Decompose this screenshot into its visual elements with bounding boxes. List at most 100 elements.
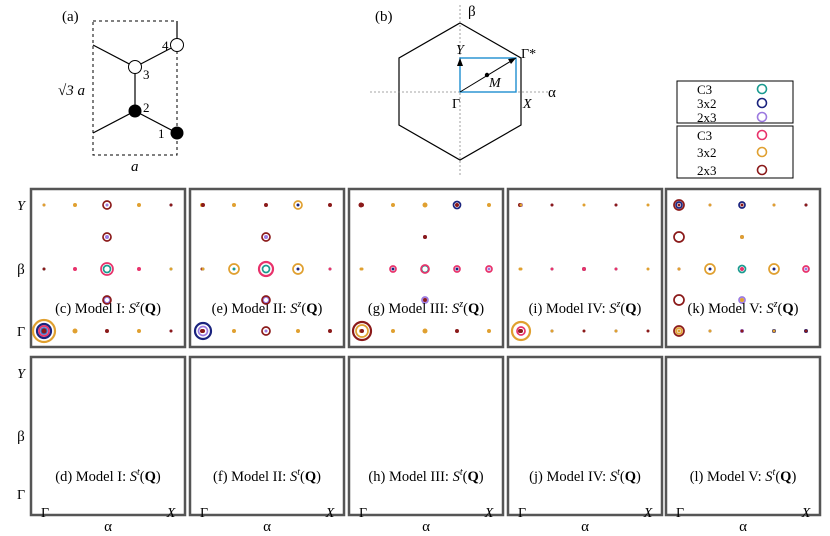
site-2-label: 2 xyxy=(143,100,150,115)
x-tick-alpha: α xyxy=(263,519,271,535)
data-point xyxy=(673,325,685,337)
data-point xyxy=(262,296,270,304)
data-point xyxy=(804,329,808,333)
data-point xyxy=(35,322,53,340)
data-point xyxy=(391,329,395,333)
panel-frame xyxy=(347,355,505,517)
data-point xyxy=(582,329,586,333)
x-tick-alpha: α xyxy=(422,519,430,535)
data-point xyxy=(487,267,491,271)
data-point xyxy=(228,263,240,275)
panel-b-label: (b) xyxy=(375,9,393,25)
data-point xyxy=(137,329,141,333)
data-point xyxy=(422,328,428,334)
site-3-label: 3 xyxy=(143,67,150,82)
panel-f: (f) Model II: St(Q) xyxy=(188,200,364,517)
data-point xyxy=(169,267,173,271)
data-point xyxy=(740,267,744,271)
data-point xyxy=(423,298,427,302)
data-point xyxy=(102,295,112,305)
gamma-point-label: Γ xyxy=(452,97,460,112)
legend-label: C3 xyxy=(697,128,712,143)
panel-frame xyxy=(29,187,187,349)
x-tick-gamma: Γ xyxy=(676,506,684,521)
data-point xyxy=(389,265,397,273)
data-point xyxy=(72,328,78,334)
data-point xyxy=(485,265,493,273)
site-4-label: 4 xyxy=(162,38,169,53)
gamma-star-label: Γ* xyxy=(521,47,536,62)
data-point xyxy=(261,232,271,242)
data-point xyxy=(453,265,461,273)
data-point xyxy=(772,203,776,207)
data-point xyxy=(423,235,427,239)
site-4 xyxy=(170,38,184,52)
panel-caption: (j) Model IV: St(Q) xyxy=(529,467,641,485)
data-point xyxy=(582,267,586,271)
panel-e: (e) Model II: Sz(Q) xyxy=(188,187,363,349)
data-point xyxy=(261,326,271,336)
site-1-label: 1 xyxy=(158,126,165,141)
x-tick-alpha: α xyxy=(581,519,589,535)
panel-d: (d) Model I: St(Q) xyxy=(29,200,204,517)
data-point xyxy=(737,264,747,274)
data-point xyxy=(550,203,554,207)
data-point xyxy=(360,203,364,207)
data-point xyxy=(708,203,712,207)
data-point xyxy=(582,203,586,207)
panel-h: (h) Model III: St(Q) xyxy=(347,202,522,517)
panel-k: (k) Model V: Sz(Q) xyxy=(664,187,822,349)
bond xyxy=(134,110,178,134)
panel-frame xyxy=(506,355,664,517)
panel-caption: (k) Model V: Sz(Q) xyxy=(688,299,799,317)
data-point xyxy=(42,267,46,271)
site-2 xyxy=(128,104,142,118)
data-point xyxy=(772,329,776,333)
brillouin-zone xyxy=(398,22,522,161)
data-point xyxy=(677,329,681,333)
data-point xyxy=(519,203,523,207)
data-point xyxy=(677,203,681,207)
data-point xyxy=(550,267,554,271)
data-point xyxy=(193,321,213,341)
data-point xyxy=(804,267,808,271)
y-tick-beta: β xyxy=(17,262,25,278)
data-point xyxy=(232,329,236,333)
panel-caption: (i) Model IV: Sz(Q) xyxy=(529,299,642,317)
data-point xyxy=(41,328,47,334)
site-3 xyxy=(128,60,142,74)
x-point-label: X xyxy=(522,97,532,112)
data-point xyxy=(455,203,459,207)
data-point xyxy=(328,267,332,271)
data-point xyxy=(455,329,459,333)
x-tick-X: X xyxy=(801,506,811,521)
data-point xyxy=(102,200,112,210)
panel-caption: (c) Model I: Sz(Q) xyxy=(55,299,161,317)
panel-a-label: (a) xyxy=(62,9,79,25)
bond xyxy=(134,44,178,68)
x-tick-X: X xyxy=(643,506,653,521)
unit-cell-box xyxy=(92,20,178,156)
data-point xyxy=(261,264,271,274)
data-point xyxy=(351,320,373,342)
data-point xyxy=(738,201,746,209)
panel-l: (l) Model V: St(Q) xyxy=(664,199,822,517)
panel-grid: (c) Model I: Sz(Q)(e) Model II: Sz(Q)(g)… xyxy=(17,187,822,535)
data-point xyxy=(105,329,109,333)
data-point xyxy=(708,329,712,333)
data-point xyxy=(614,267,618,271)
data-point xyxy=(292,263,304,275)
panel-caption: (f) Model II: St(Q) xyxy=(213,467,321,485)
data-point xyxy=(646,267,650,271)
site-1 xyxy=(170,126,184,140)
data-point xyxy=(802,265,810,273)
irreducible-zone xyxy=(459,57,517,93)
data-point xyxy=(264,203,268,207)
data-point xyxy=(675,201,683,209)
data-point xyxy=(519,267,523,271)
data-point xyxy=(420,264,430,274)
data-point xyxy=(42,203,46,207)
panel-frame xyxy=(29,355,187,517)
data-point xyxy=(360,267,364,271)
